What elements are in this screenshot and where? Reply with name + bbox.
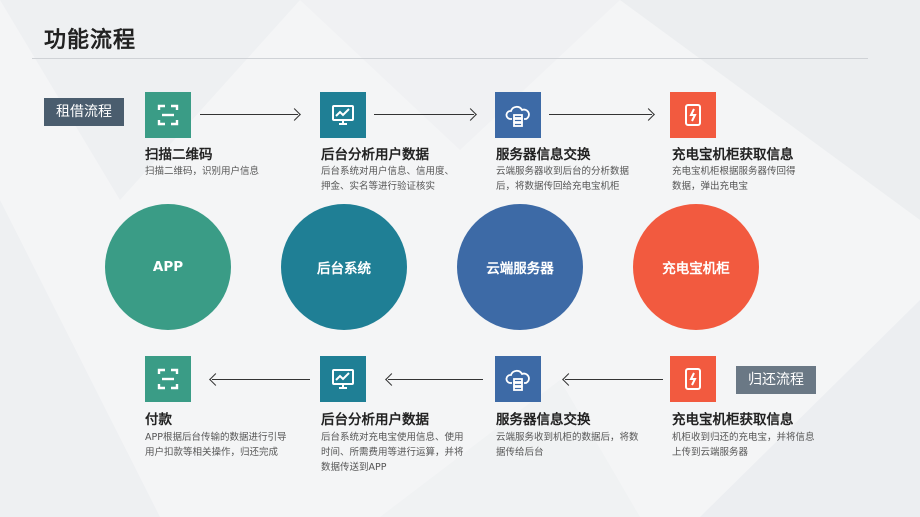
step-desc: 机柜收到归还的充电宝，并将信息上传到云端服务器 [672, 432, 815, 458]
step-title: 付款 [145, 412, 172, 428]
arrow-right-1 [200, 114, 298, 115]
step-desc: 云端服务器收到后台的分析数据后，将数据传回给充电宝机柜 [496, 166, 630, 192]
arrow-right-3 [549, 114, 652, 115]
step-desc: 充电宝机柜根据服务器传回得数据，弹出充电宝 [672, 166, 796, 192]
title-divider [32, 58, 868, 59]
arrow-left-1 [212, 379, 310, 380]
power-bank-icon [670, 92, 716, 138]
step-desc: 扫描二维码，识别用户信息 [145, 166, 260, 177]
step-title: 后台分析用户数据 [321, 147, 429, 163]
circle-app: APP [105, 204, 231, 330]
power-bank-icon [670, 356, 716, 402]
scan-icon [145, 356, 191, 402]
step-title: 后台分析用户数据 [321, 412, 429, 428]
step-title: 服务器信息交换 [496, 412, 591, 428]
cloud-server-icon [495, 356, 541, 402]
step-title: 充电宝机柜获取信息 [672, 147, 794, 163]
step-desc: 后台系统对充电宝使用信息、使用时间、所需费用等进行运算，并将数据传送到APP [321, 432, 464, 473]
arrow-left-2 [388, 379, 483, 380]
arrow-right-2 [374, 114, 474, 115]
monitor-chart-icon [320, 92, 366, 138]
return-flow-tag: 归还流程 [736, 366, 816, 394]
scan-icon [145, 92, 191, 138]
step-desc: APP根据后台传输的数据进行引导用户扣款等相关操作，归还完成 [145, 432, 287, 458]
cloud-server-icon [495, 92, 541, 138]
step-desc: 后台系统对用户信息、信用度、押金、实名等进行验证核实 [321, 166, 455, 192]
arrow-left-3 [565, 379, 663, 380]
monitor-chart-icon [320, 356, 366, 402]
page-title: 功能流程 [44, 28, 137, 53]
step-title: 服务器信息交换 [496, 147, 591, 163]
circle-cabinet: 充电宝机柜 [633, 204, 759, 330]
rent-flow-tag: 租借流程 [44, 98, 124, 126]
step-title: 扫描二维码 [145, 147, 213, 163]
circle-cloud-server: 云端服务器 [457, 204, 583, 330]
circle-backend: 后台系统 [281, 204, 407, 330]
step-desc: 云端服务收到机柜的数据后，将数据传给后台 [496, 432, 639, 458]
step-title: 充电宝机柜获取信息 [672, 412, 794, 428]
